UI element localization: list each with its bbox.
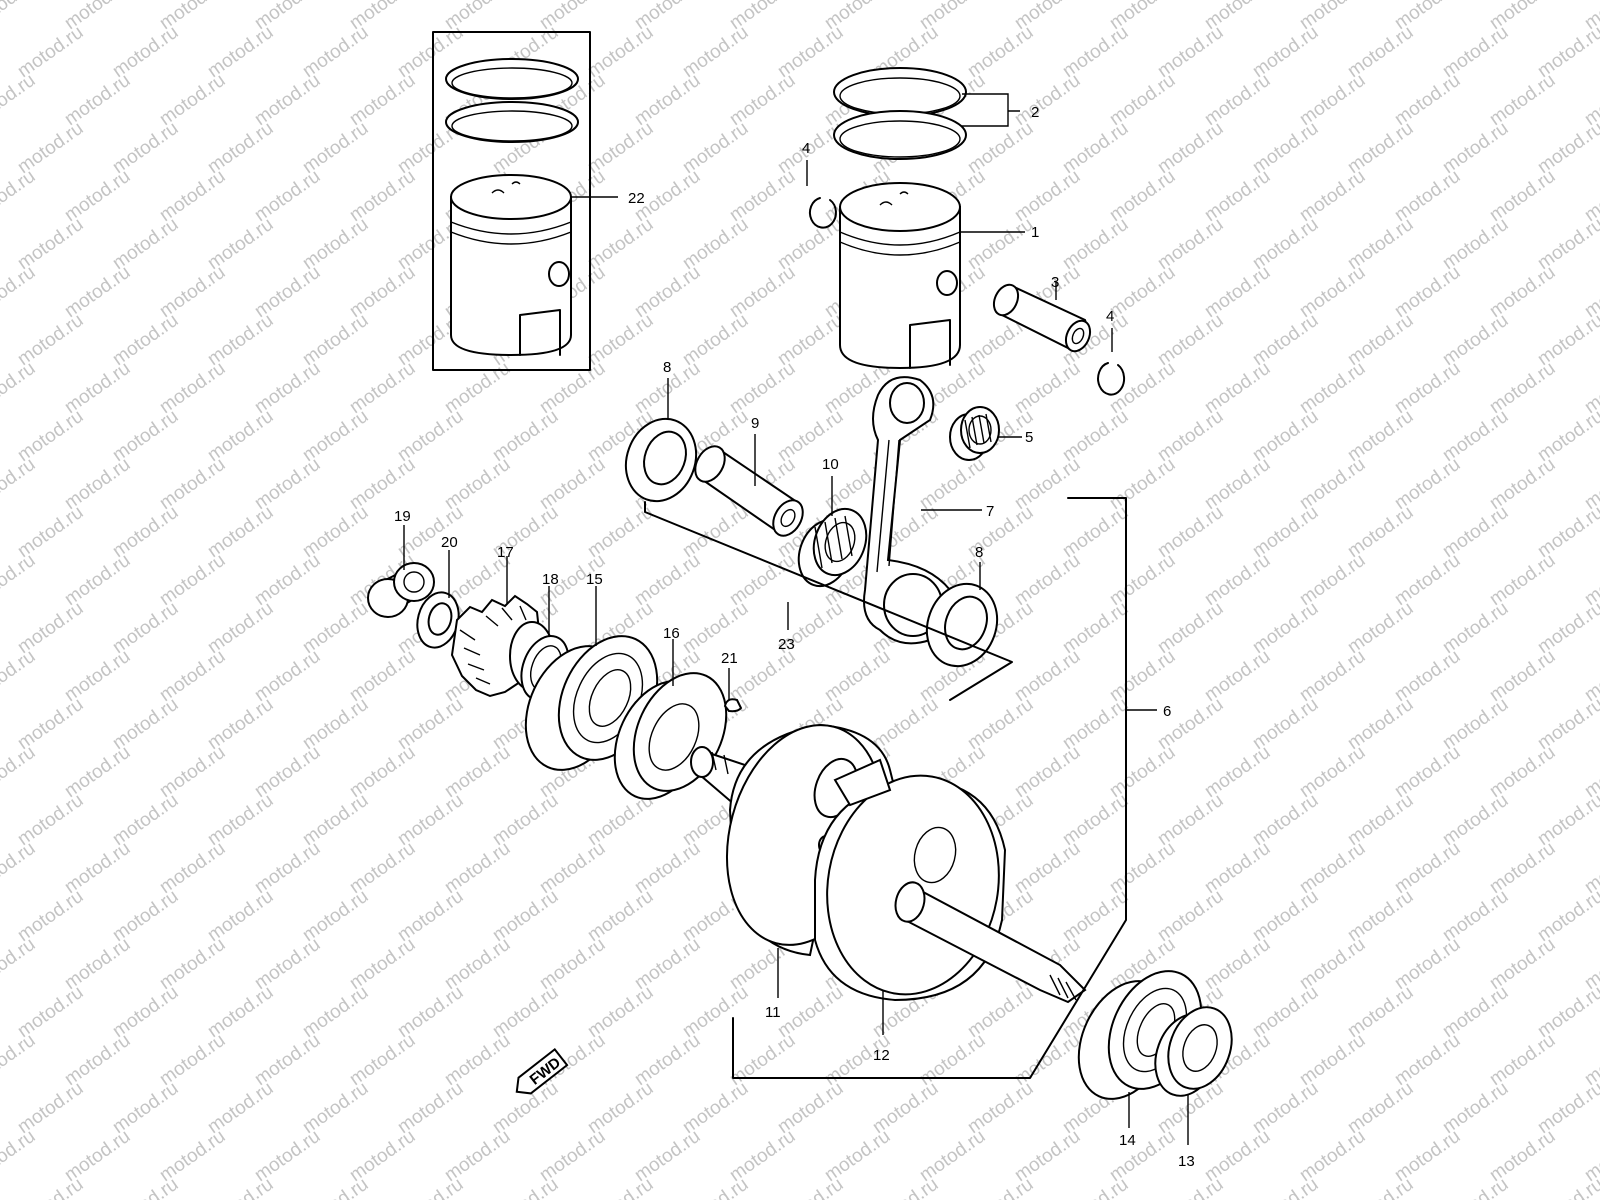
watermark-text: motod.ru bbox=[1439, 1174, 1512, 1200]
callout-18: 18 bbox=[542, 571, 559, 588]
watermark-text: motod.ru bbox=[0, 550, 39, 610]
watermark-text: motod.ru bbox=[964, 1174, 1037, 1200]
circlip-left bbox=[808, 197, 837, 229]
callout-labels: 1 2 3 4 4 5 6 7 8 8 9 10 11 12 13 14 15 … bbox=[394, 104, 1195, 1170]
watermark-text: motod.ru bbox=[774, 1174, 847, 1200]
thrust-washer-right bbox=[925, 582, 999, 668]
watermark-text: motod.ru bbox=[0, 934, 39, 994]
watermark-text: motod.ru bbox=[1154, 1174, 1227, 1200]
callout-8-top: 8 bbox=[663, 359, 671, 376]
callout-4-left: 4 bbox=[802, 140, 810, 157]
watermark-text: motod.ru bbox=[1059, 1174, 1132, 1200]
callout-4-right: 4 bbox=[1106, 308, 1114, 325]
callout-17: 17 bbox=[497, 544, 514, 561]
leader-lines bbox=[403, 93, 1189, 1145]
watermark-text: motod.ru bbox=[1249, 1174, 1322, 1200]
callout-8-bottom: 8 bbox=[975, 544, 983, 561]
watermark-text: motod.ru bbox=[0, 742, 39, 802]
small-end-bearing bbox=[949, 406, 1000, 461]
piston bbox=[839, 182, 961, 370]
watermark-text: motod.ru bbox=[0, 454, 39, 514]
watermark-text: motod.ru bbox=[0, 1030, 39, 1090]
crank-pin bbox=[694, 445, 804, 537]
piston-pin bbox=[992, 283, 1092, 353]
big-end-bearing bbox=[797, 507, 868, 588]
watermark-text: motod.ru bbox=[204, 1174, 277, 1200]
washer-20 bbox=[416, 591, 460, 649]
watermark-text: motod.ru bbox=[0, 358, 39, 418]
watermark-text: motod.ru bbox=[0, 70, 39, 130]
thrust-washer-left bbox=[624, 417, 698, 503]
watermark-text: motod.ru bbox=[14, 1174, 87, 1200]
watermark-text: motod.ru bbox=[0, 166, 39, 226]
callout-1: 1 bbox=[1031, 224, 1039, 241]
watermark-text: motod.ru bbox=[1534, 1174, 1600, 1200]
watermark-text: motod.ru bbox=[584, 1174, 657, 1200]
callout-9: 9 bbox=[751, 415, 759, 432]
piston-kit-box bbox=[432, 31, 591, 371]
watermark-text: motod.ru bbox=[109, 1174, 182, 1200]
callout-21: 21 bbox=[721, 650, 738, 667]
watermark-text: motod.ru bbox=[0, 0, 39, 34]
callout-7: 7 bbox=[986, 503, 994, 520]
callout-13: 13 bbox=[1178, 1153, 1195, 1170]
woodruff-key bbox=[723, 698, 743, 713]
callout-19: 19 bbox=[394, 508, 411, 525]
oil-seal-right bbox=[1154, 1006, 1233, 1097]
piston-rings bbox=[833, 67, 967, 160]
callout-16: 16 bbox=[663, 625, 680, 642]
callout-22: 22 bbox=[628, 190, 645, 207]
callout-12: 12 bbox=[873, 1047, 890, 1064]
conrod-kit-bracket bbox=[644, 501, 1013, 701]
watermark-text: motod.ru bbox=[679, 1174, 752, 1200]
callout-10: 10 bbox=[822, 456, 839, 473]
watermark-text: motod.ru bbox=[1344, 1174, 1417, 1200]
callout-6: 6 bbox=[1163, 703, 1171, 720]
watermark-text: motod.ru bbox=[0, 838, 39, 898]
watermark-text: motod.ru bbox=[299, 1174, 372, 1200]
circlip-right bbox=[1097, 362, 1126, 396]
watermark-text: motod.ru bbox=[0, 646, 39, 706]
watermark-text: motod.ru bbox=[0, 262, 39, 322]
watermark-text: motod.ru bbox=[869, 1174, 942, 1200]
spacer bbox=[367, 562, 435, 618]
crankshaft bbox=[690, 723, 1087, 1004]
watermark-text: motod.ru bbox=[394, 1174, 467, 1200]
callout-5: 5 bbox=[1025, 429, 1033, 446]
callout-11: 11 bbox=[765, 1004, 781, 1021]
watermark-text: motod.ru bbox=[0, 1126, 39, 1186]
watermark-text: motod.ru bbox=[489, 1174, 562, 1200]
callout-20: 20 bbox=[441, 534, 458, 551]
callout-23: 23 bbox=[778, 636, 795, 653]
callout-14: 14 bbox=[1119, 1132, 1136, 1149]
callout-2: 2 bbox=[1031, 104, 1039, 121]
callout-15: 15 bbox=[586, 571, 603, 588]
crankshaft-assembly-bracket bbox=[732, 497, 1127, 1079]
callout-3: 3 bbox=[1051, 274, 1059, 291]
